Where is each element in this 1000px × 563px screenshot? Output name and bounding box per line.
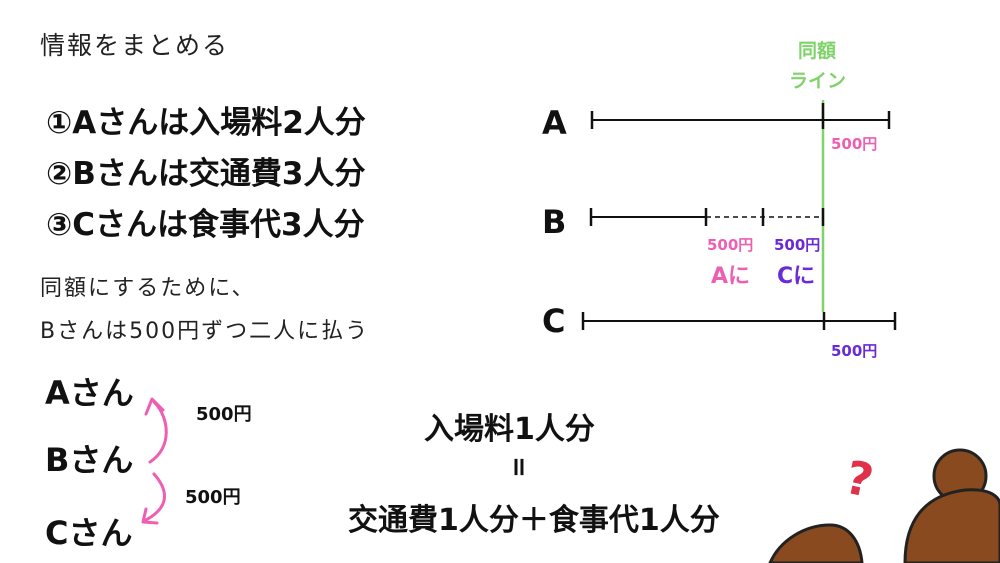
fact-c: ③Cさんは食事代3人分 bbox=[46, 207, 365, 243]
row-b-segment-2-amount: 500円 bbox=[774, 236, 821, 254]
person-b: Bさん bbox=[45, 441, 134, 479]
row-label-c: C bbox=[542, 302, 566, 340]
equal-line-label-2: ライン bbox=[789, 70, 847, 92]
note-line-2: Bさんは500円ずつ二人に払う bbox=[40, 319, 370, 344]
equation-bottom: 交通費1人分＋食事代1人分 bbox=[348, 503, 720, 538]
arrow-b-to-a bbox=[144, 397, 168, 464]
fact-a: ①Aさんは入場料2人分 bbox=[46, 105, 366, 141]
person-illustration bbox=[768, 448, 1000, 563]
section-heading: 情報をまとめる bbox=[40, 31, 230, 60]
person-a: Aさん bbox=[45, 374, 134, 412]
equal-line-label-1: 同額 bbox=[798, 40, 837, 62]
arrow-b-to-c bbox=[141, 472, 166, 525]
row-a-bar bbox=[590, 103, 891, 129]
row-b-to-a-tag: Aに bbox=[711, 264, 751, 289]
row-c-excess-amount: 500円 bbox=[831, 342, 878, 360]
note-line-1: 同額にするために、 bbox=[40, 276, 256, 301]
transfer-b-to-a-amount: 500円 bbox=[196, 404, 252, 425]
equation-top: 入場料1人分 bbox=[424, 412, 595, 447]
row-label-a: A bbox=[542, 104, 567, 142]
row-b-to-c-tag: Cに bbox=[777, 264, 816, 289]
person-c: Cさん bbox=[45, 514, 133, 552]
row-c-bar bbox=[581, 312, 897, 330]
fact-b: ②Bさんは交通費3人分 bbox=[46, 156, 366, 192]
row-b-bar bbox=[589, 208, 825, 226]
transfer-b-to-c-amount: 500円 bbox=[185, 487, 241, 508]
row-label-b: B bbox=[542, 203, 567, 241]
row-a-excess-amount: 500円 bbox=[831, 135, 878, 153]
row-b-segment-1-amount: 500円 bbox=[707, 236, 754, 254]
